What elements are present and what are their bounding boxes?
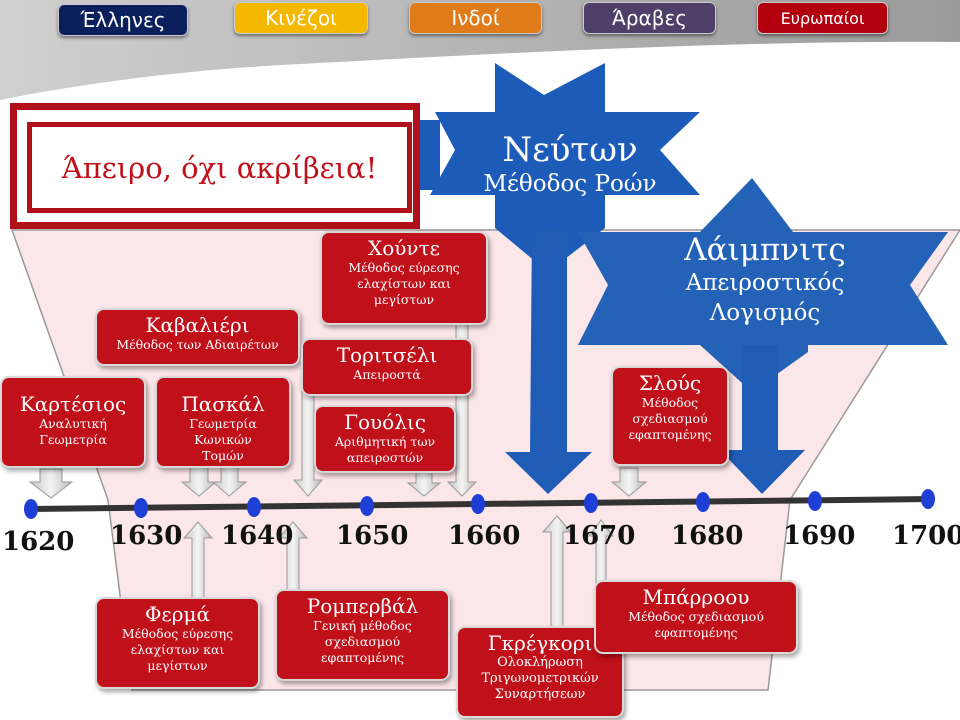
sluse-desc: Μέθοδος σχεδιασμού εφαπτομένης (628, 395, 712, 442)
year-1690: 1690 (783, 521, 856, 551)
tab-greeks[interactable]: Έλληνες (58, 4, 188, 36)
torricelli-desc: Απειροστά (353, 367, 421, 382)
year-1650: 1650 (336, 521, 409, 551)
barrow-arrow (588, 519, 614, 586)
roberval-desc: Γενική μέθοδος σχεδιασμού εφαπτομένης (313, 618, 412, 665)
box-roberval: Ρομπερβάλ Γενική μέθοδος σχεδιασμού εφαπ… (275, 589, 450, 681)
gregory-name: Γκρέγκορι (487, 631, 593, 655)
box-descartes: Καρτέσιος Αναλυτική Γεωμετρία (0, 376, 146, 468)
tab-chinese[interactable]: Κινέζοι (234, 2, 368, 34)
wallis-desc: Αριθμητική των απειροστών (334, 434, 436, 465)
leibniz-name: Λάιμπνιτς (684, 232, 846, 268)
pascal-arrow-2 (211, 466, 248, 497)
headline-text: Άπειρο, όχι ακρίβεια! (61, 150, 378, 185)
pascal-name: Πασκάλ (181, 392, 265, 416)
newton-desc: Μέθοδος Ροών (483, 171, 657, 197)
hudde-arrow (446, 299, 478, 497)
wallis-name: Γουόλις (344, 410, 426, 434)
newton-arrow (505, 228, 592, 494)
tab-indians[interactable]: Ινδοί (409, 2, 542, 34)
cavalieri-name: Καβαλιέρι (145, 313, 250, 337)
leibniz-banner (578, 178, 948, 392)
cavalieri-arrow (292, 389, 324, 497)
newton-name: Νεύτων (502, 130, 638, 170)
cavalieri-desc: Μέθοδος των Αδιαιρέτων (116, 337, 279, 352)
tab-arabs-label: Άραβες (611, 6, 688, 30)
hudde-name: Χούντε (367, 236, 441, 260)
box-hudde: Χούντε Μέθοδος εύρεσης ελαχίστων και μεγ… (320, 231, 488, 325)
newton-banner-tail (380, 120, 440, 190)
box-barrow: Μπάρροου Μέθοδος σχεδιασμού εφαπτομένης (594, 580, 798, 654)
leibniz-desc-2: Λογισμός (709, 300, 821, 326)
tab-europeans-label: Ευρωπαίοι (780, 8, 865, 28)
year-1670: 1670 (563, 521, 636, 551)
year-1680: 1680 (671, 521, 744, 551)
fermat-arrow (182, 521, 214, 601)
pascal-arrow-1 (180, 466, 218, 497)
leibniz-arrow (720, 345, 805, 494)
year-1630: 1630 (110, 521, 183, 551)
year-1620: 1620 (2, 527, 75, 557)
descartes-name: Καρτέσιος (19, 392, 127, 416)
descartes-arrow (28, 468, 74, 499)
tab-indians-label: Ινδοί (451, 6, 500, 30)
leibniz-desc-1: Απειροστικός (685, 270, 845, 296)
roberval-name: Ρομπερβάλ (306, 594, 419, 618)
timeline-markers (24, 489, 935, 519)
box-wallis: Γουόλις Αριθμητική των απειροστών (314, 405, 456, 473)
headline-frame: Άπειρο, όχι ακρίβεια! (10, 103, 420, 229)
torricelli-name: Τοριτσέλι (336, 343, 438, 367)
newton-banner (430, 63, 700, 272)
year-1640: 1640 (221, 521, 294, 551)
wallis-arrow (406, 471, 442, 497)
newton-text: Νεύτων Μέθοδος Ροών (440, 130, 700, 198)
descartes-desc: Αναλυτική Γεωμετρία (39, 416, 107, 447)
fermat-name: Φερμά (144, 602, 211, 626)
tab-greeks-label: Έλληνες (80, 8, 166, 32)
box-pascal: Πασκάλ Γεωμετρία Κωνικών Τομών (155, 376, 291, 468)
gregory-arrow (541, 515, 573, 631)
barrow-desc: Μέθοδος σχεδιασμού εφαπτομένης (628, 609, 764, 640)
sluse-name: Σλούς (638, 371, 702, 395)
box-fermat: Φερμά Μέθοδος εύρεσης ελαχίστων και μεγί… (95, 597, 260, 689)
sluse-arrow (610, 467, 648, 497)
box-cavalieri: Καβαλιέρι Μέθοδος των Αδιαιρέτων (95, 308, 300, 366)
hudde-desc: Μέθοδος εύρεσης ελαχίστων και μεγίστων (348, 260, 460, 307)
gregory-desc: Ολοκλήρωση Τριγωνομετρικών Συναρτήσεων (481, 655, 599, 702)
year-1700: 1700 (892, 521, 960, 551)
pascal-desc: Γεωμετρία Κωνικών Τομών (189, 416, 257, 463)
barrow-name: Μπάρροου (642, 585, 750, 609)
leibniz-text: Λάιμπνιτς Απειροστικός Λογισμός (645, 232, 885, 328)
box-sluse: Σλούς Μέθοδος σχεδιασμού εφαπτομένης (611, 366, 729, 466)
year-1660: 1660 (448, 521, 521, 551)
fermat-desc: Μέθοδος εύρεσης ελαχίστων και μεγίστων (121, 626, 234, 673)
tab-chinese-label: Κινέζοι (265, 6, 337, 30)
tab-europeans[interactable]: Ευρωπαίοι (757, 2, 888, 34)
box-torricelli: Τοριτσέλι Απειροστά (301, 338, 473, 396)
tab-arabs[interactable]: Άραβες (583, 2, 716, 34)
